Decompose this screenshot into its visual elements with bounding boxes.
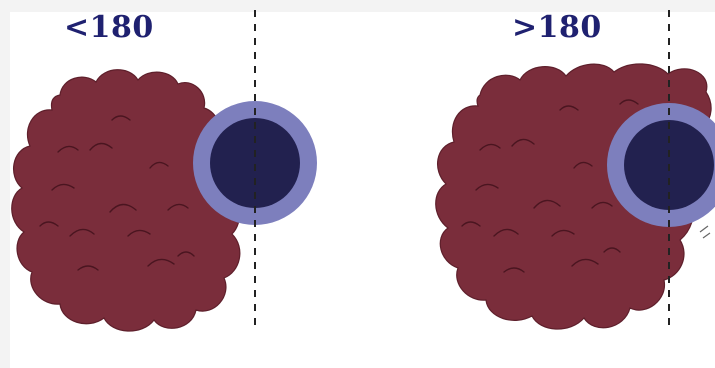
right-panel bbox=[436, 10, 715, 329]
cut-off-mark bbox=[700, 226, 710, 238]
label-less-than-180: <180 bbox=[64, 10, 154, 46]
label-greater-than-180: >180 bbox=[512, 10, 602, 46]
left-panel bbox=[12, 10, 317, 331]
